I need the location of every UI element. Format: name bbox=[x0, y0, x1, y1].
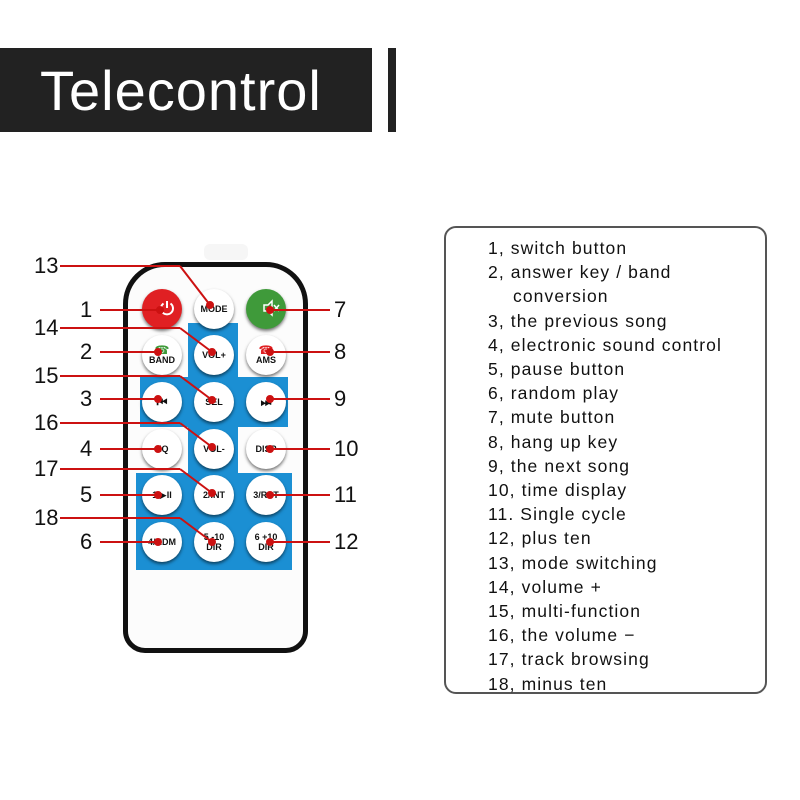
legend-item: 16, the volume − bbox=[488, 625, 636, 646]
callout-16: 16 bbox=[34, 410, 59, 435]
vol-up-label: VOL+ bbox=[202, 350, 226, 360]
callout-9: 9 bbox=[334, 386, 347, 411]
remote-ir-window bbox=[204, 244, 248, 260]
legend-item: 10, time display bbox=[488, 480, 628, 501]
key-2-button[interactable]: 2/INT bbox=[194, 475, 234, 515]
legend-item: 6, random play bbox=[488, 383, 620, 404]
legend-item: 9, the next song bbox=[488, 455, 631, 476]
band-button[interactable]: ☎ BAND bbox=[142, 335, 182, 375]
key-3-button[interactable]: 3/RPT bbox=[246, 475, 286, 515]
legend-item: 13, mode switching bbox=[488, 552, 658, 573]
key-6-label: 6 +10 DIR bbox=[254, 532, 278, 552]
band-label: BAND bbox=[149, 355, 175, 365]
sel-button[interactable]: SEL bbox=[194, 382, 234, 422]
legend-item: 5, pause button bbox=[488, 359, 626, 380]
vol-down-button[interactable]: VOL- bbox=[194, 429, 234, 469]
legend-item: 8, hang up key bbox=[488, 431, 619, 452]
next-button[interactable]: ⏭ bbox=[246, 382, 286, 422]
legend-item: 17, track browsing bbox=[488, 649, 650, 670]
power-button[interactable] bbox=[142, 289, 182, 329]
vol-down-label: VOL- bbox=[203, 444, 225, 454]
page-title: Telecontrol bbox=[40, 58, 322, 122]
key-1-button[interactable]: 1/▶II bbox=[142, 475, 182, 515]
key-1-label: 1/▶II bbox=[152, 490, 172, 500]
legend-item: 15, multi-function bbox=[488, 601, 642, 622]
callout-6: 6 bbox=[80, 529, 93, 554]
callout-15: 15 bbox=[34, 363, 59, 388]
eq-button[interactable]: EQ bbox=[142, 429, 182, 469]
legend-item: 18, minus ten bbox=[488, 673, 608, 694]
key-5-button[interactable]: 5 -10 DIR bbox=[194, 522, 234, 562]
disp-button[interactable]: DISP bbox=[246, 429, 286, 469]
legend-item: 1, switch button bbox=[488, 238, 628, 258]
callout-1: 1 bbox=[80, 297, 93, 322]
previous-icon: ⏮ bbox=[156, 395, 168, 409]
key-5-label: 5 -10 DIR bbox=[203, 532, 225, 552]
key-2-label: 2/INT bbox=[202, 490, 225, 500]
eq-label: EQ bbox=[155, 444, 169, 454]
phone-answer-icon: ☎ bbox=[154, 343, 170, 357]
callout-13: 13 bbox=[34, 253, 59, 278]
callout-18: 18 bbox=[34, 505, 59, 530]
callout-12: 12 bbox=[334, 529, 359, 554]
previous-button[interactable]: ⏮ bbox=[142, 382, 182, 422]
legend-item: 12, plus ten bbox=[488, 528, 592, 549]
power-icon bbox=[148, 289, 176, 329]
legend-item: 2, answer key / band bbox=[488, 262, 672, 283]
callout-5: 5 bbox=[80, 482, 93, 507]
mode-button[interactable]: MODE bbox=[194, 289, 234, 329]
callout-8: 8 bbox=[334, 339, 347, 364]
vol-up-button[interactable]: VOL+ bbox=[194, 335, 234, 375]
legend-item: 14, volume + bbox=[488, 576, 602, 597]
callout-4: 4 bbox=[80, 436, 93, 461]
legend-item: 11. Single cycle bbox=[488, 504, 627, 525]
phone-hangup-icon: ☎ bbox=[258, 343, 274, 357]
ams-button[interactable]: ☎ AMS bbox=[246, 335, 286, 375]
callout-17: 17 bbox=[34, 456, 59, 481]
legend-item: 7, mute button bbox=[488, 407, 616, 428]
callout-14: 14 bbox=[34, 315, 59, 340]
key-6-button[interactable]: 6 +10 DIR bbox=[246, 522, 286, 562]
callout-11: 11 bbox=[334, 482, 357, 507]
callout-3: 3 bbox=[80, 386, 93, 411]
disp-label: DISP bbox=[255, 444, 277, 454]
mode-label: MODE bbox=[200, 304, 228, 314]
mute-button[interactable] bbox=[246, 289, 286, 329]
legend-item: 3, the previous song bbox=[488, 310, 668, 331]
legend-item: conversion bbox=[513, 286, 609, 307]
legend-item: 4, electronic sound control bbox=[488, 334, 722, 355]
ams-label: AMS bbox=[256, 355, 276, 365]
callout-2: 2 bbox=[80, 339, 93, 364]
callout-10: 10 bbox=[334, 436, 359, 461]
key-4-button[interactable]: 4/RDM bbox=[142, 522, 182, 562]
title-banner: Telecontrol bbox=[0, 48, 372, 132]
next-icon: ⏭ bbox=[260, 395, 272, 409]
mute-icon bbox=[252, 289, 280, 329]
banner-divider bbox=[388, 48, 396, 132]
callout-7: 7 bbox=[334, 297, 347, 322]
key-3-label: 3/RPT bbox=[253, 490, 279, 500]
legend-box: 1, switch button 2, answer key / band co… bbox=[444, 226, 767, 694]
key-4-label: 4/RDM bbox=[147, 537, 176, 547]
sel-label: SEL bbox=[205, 397, 223, 407]
